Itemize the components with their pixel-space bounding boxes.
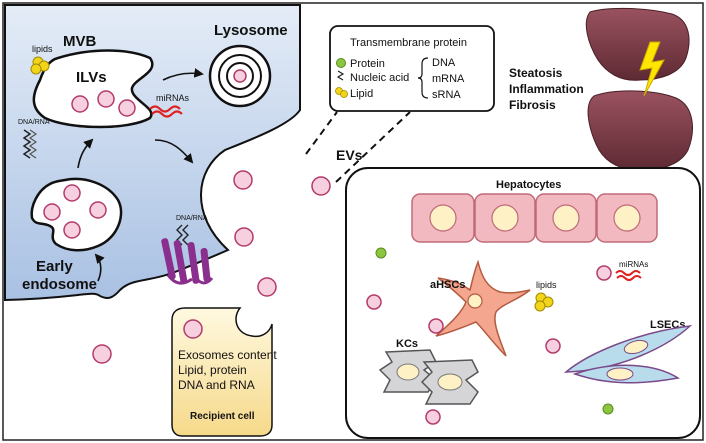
- recipient-content-line1: Exosomes content: [178, 348, 277, 362]
- inflammation-label: Inflammation: [509, 82, 584, 96]
- ev-box-dna: DNA: [432, 57, 456, 69]
- arrow-mvb-to-membrane: [154, 139, 194, 164]
- ev-vesicle: [92, 344, 112, 364]
- early-vesicle: [89, 201, 107, 219]
- early-vesicle: [63, 221, 81, 239]
- mirna-icon: [149, 105, 181, 113]
- ev-vesicle: [425, 409, 441, 425]
- ev-vesicle: [596, 265, 612, 281]
- stellate-nucleus: [467, 293, 483, 309]
- healthy-liver-icon: [585, 7, 690, 81]
- hepatocyte-nucleus: [552, 204, 580, 232]
- dna-rna-label-mid: DNA/RNA: [176, 215, 208, 222]
- dna-strand-icon: [22, 129, 32, 159]
- kcs-label: KCs: [396, 338, 418, 350]
- mirnas-label-top: miRNAs: [156, 93, 189, 103]
- nucleic-acid-bracket: [417, 57, 429, 99]
- ev-vesicle: [545, 338, 561, 354]
- ahscs-label: aHSCs: [430, 279, 465, 291]
- ev-vesicle: [257, 277, 277, 297]
- stellate-cell: [435, 259, 531, 357]
- early-label: Early: [36, 258, 73, 275]
- lysosome: [208, 44, 272, 108]
- lysosome-label: Lysosome: [214, 22, 288, 39]
- ilv-vesicle: [97, 90, 115, 108]
- lipids-label-right: lipids: [536, 280, 557, 290]
- lsec-nucleus: [623, 339, 649, 355]
- mirna-icon: [151, 110, 183, 118]
- arrow-entry-to-endosome: [94, 253, 105, 282]
- ev-vesicle: [428, 318, 444, 334]
- hepatocyte-nucleus: [491, 204, 519, 232]
- kupffer-nucleus: [437, 373, 463, 391]
- ev-vesicle: [233, 170, 253, 190]
- early-vesicle: [43, 203, 61, 221]
- mvb-label: MVB: [63, 33, 97, 50]
- hepatocyte-nucleus: [613, 204, 641, 232]
- ev-box-lipid: Lipid: [350, 88, 373, 100]
- arrow-mvb-to-lysosome: [162, 68, 204, 81]
- ev-vesicle: [234, 227, 254, 247]
- dna-rna-label-left: DNA/RNA: [18, 119, 50, 126]
- recipient-cell-label: Recipient cell: [190, 411, 255, 422]
- lipids-label-top: lipids: [32, 44, 53, 54]
- nucleic-acid-icon: [336, 70, 345, 81]
- ev-box-nucleic-acid: Nucleic acid: [350, 72, 409, 84]
- internalized-vesicle: [183, 319, 203, 339]
- transmembrane-receptor-icon: [161, 224, 214, 285]
- ev-leader-left: [305, 111, 338, 155]
- lipid-icon: [335, 87, 348, 98]
- recipient-cell: [171, 307, 273, 437]
- ev-box-mrna: mRNA: [432, 73, 465, 85]
- lipid-cluster-icon: [30, 56, 50, 75]
- lipid-cluster-icon: [534, 292, 554, 312]
- kupffer-nucleus: [396, 363, 420, 381]
- ev-vesicle: [366, 294, 382, 310]
- evs-label: EVs: [336, 147, 363, 163]
- ev-leader-right: [335, 111, 411, 183]
- rna-strand-icon: [28, 129, 38, 159]
- ev-cargo-box: [329, 25, 495, 112]
- ilvs-label: ILVs: [76, 69, 107, 86]
- hepatocytes-label: Hepatocytes: [496, 179, 561, 191]
- mirna-icon: [616, 275, 642, 281]
- ilv-vesicle: [118, 99, 136, 117]
- protein-dot: [375, 247, 387, 259]
- fibrosis-label: Fibrosis: [509, 98, 556, 112]
- ilv-vesicle: [71, 95, 89, 113]
- arrow-endosome-to-mvb: [77, 138, 94, 169]
- mirna-icon: [615, 270, 641, 276]
- hepatocyte-row: [411, 193, 658, 243]
- ev-box-title: Transmembrane protein: [350, 37, 467, 49]
- mirnas-label-right: miRNAs: [619, 260, 648, 269]
- protein-icon: [336, 58, 346, 68]
- lsec-nucleus: [606, 367, 634, 381]
- early-vesicle: [63, 184, 81, 202]
- recipient-content-line2: Lipid, protein: [178, 363, 247, 377]
- hepatocyte-nucleus: [429, 204, 457, 232]
- lightning-icon: [639, 41, 665, 97]
- recipient-content-line3: DNA and RNA: [178, 378, 255, 392]
- protein-dot: [602, 403, 614, 415]
- diseased-liver-icon: [587, 90, 693, 171]
- early-endosome: [30, 177, 123, 252]
- steatosis-label: Steatosis: [509, 66, 563, 80]
- ev-box-protein: Protein: [350, 58, 385, 70]
- endosome-label: endosome: [22, 276, 97, 293]
- ev-box-srna: sRNA: [432, 89, 461, 101]
- ev-vesicle: [311, 176, 331, 196]
